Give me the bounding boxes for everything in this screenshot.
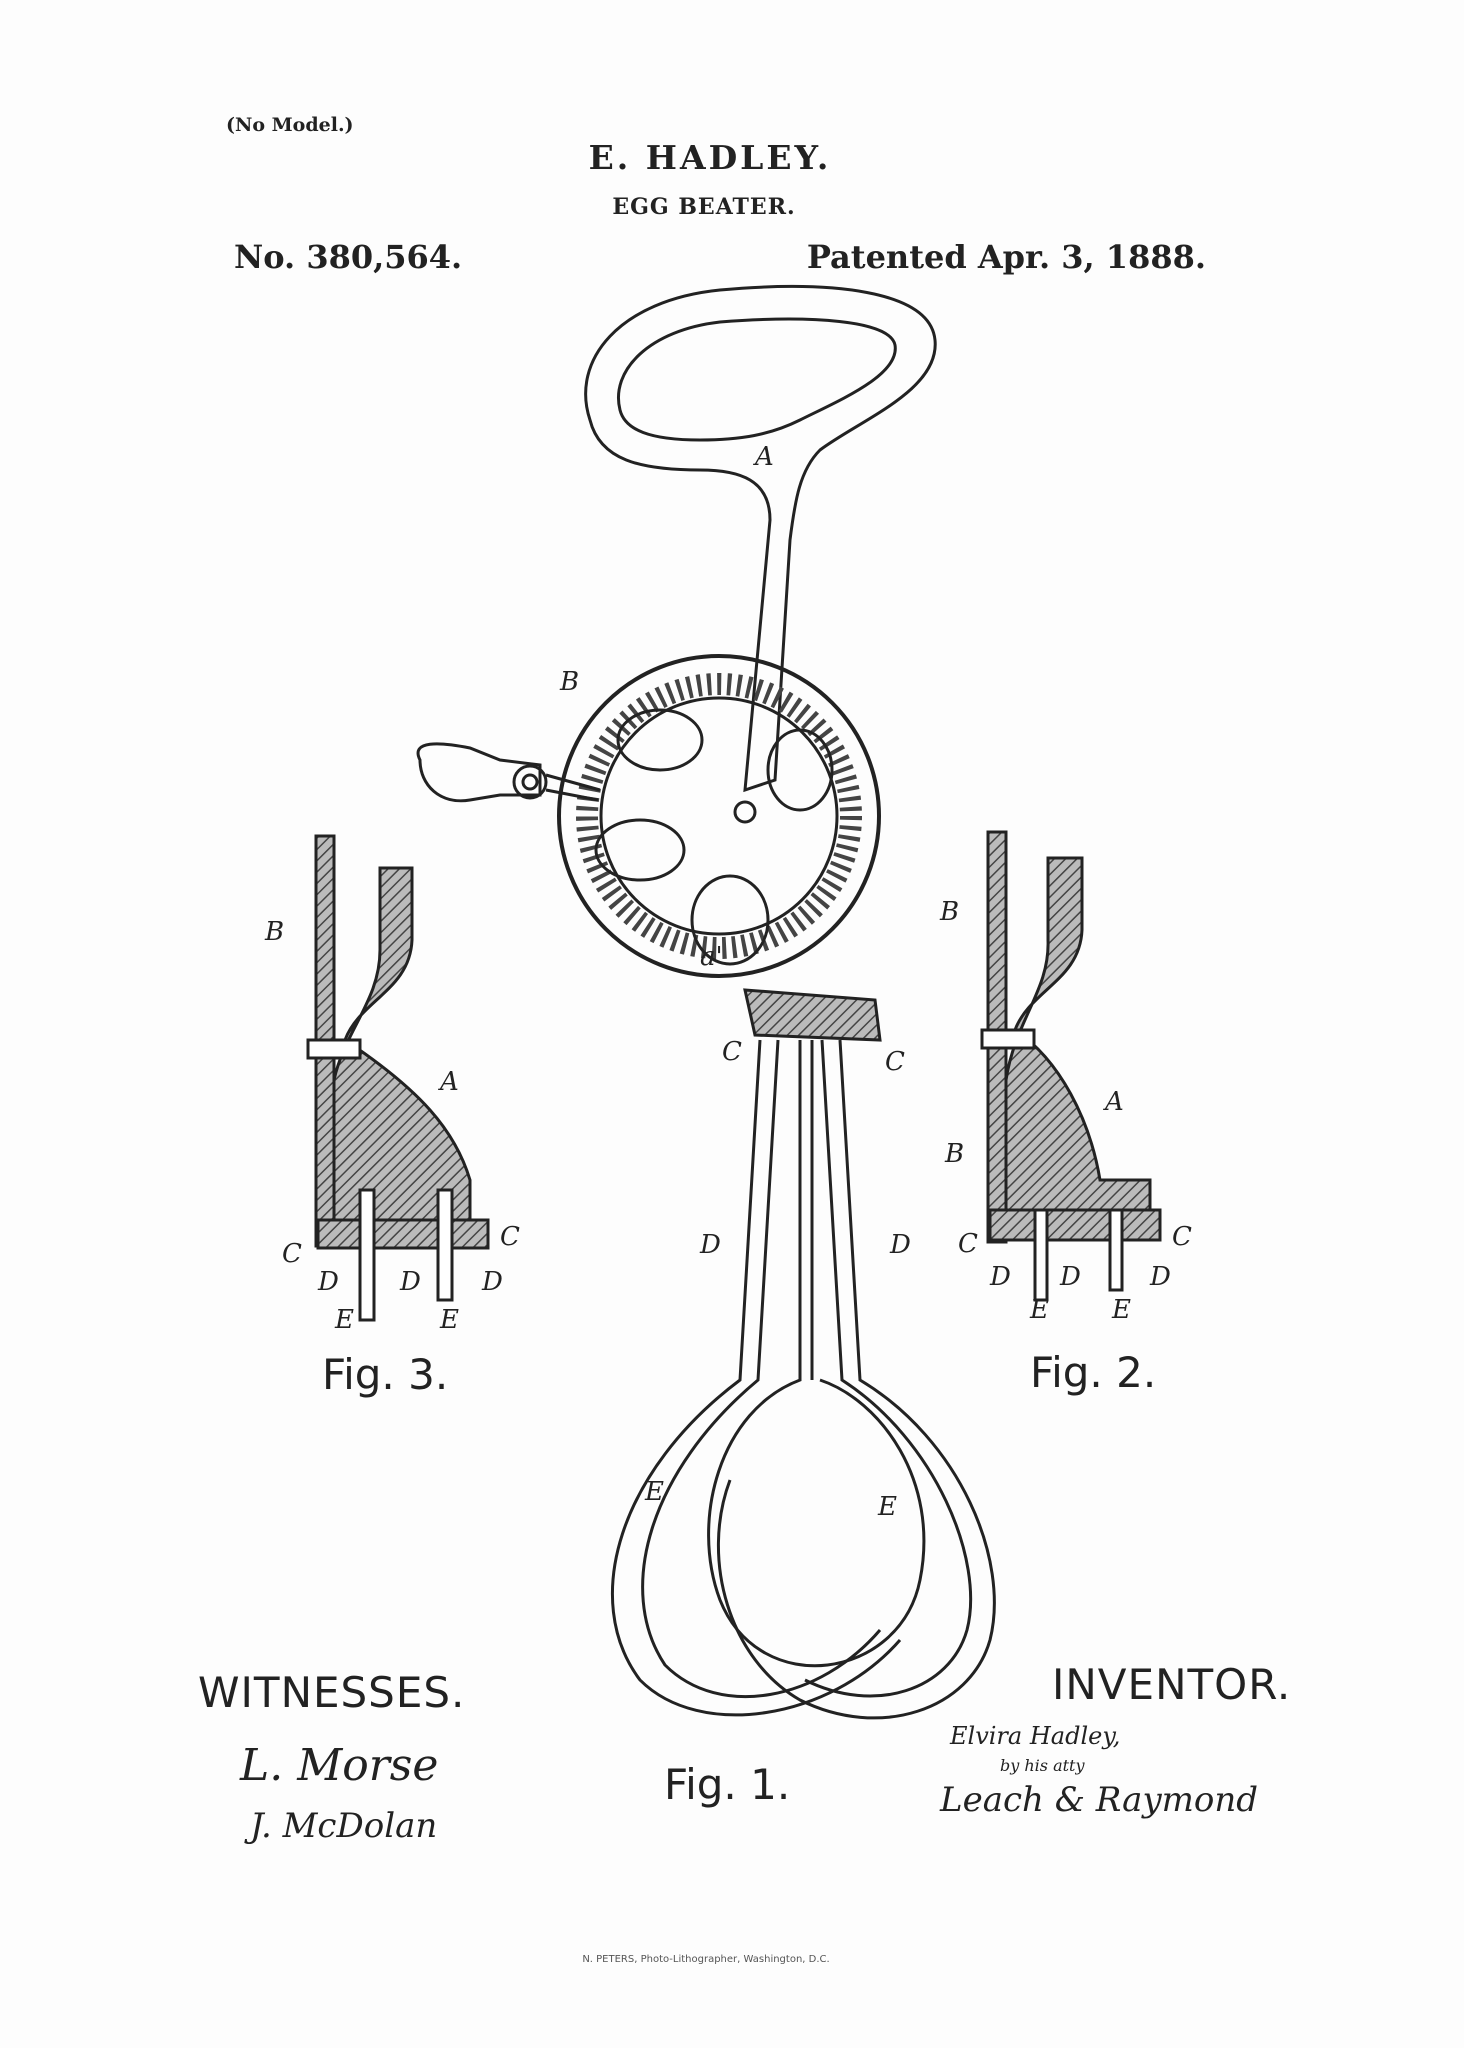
witness-signature-2: J. McDolan xyxy=(250,1806,438,1846)
fig3-label-d2: D xyxy=(399,1267,421,1297)
gear-wheel xyxy=(557,654,881,978)
fig3-label-d: D xyxy=(317,1267,339,1297)
label-e-right: E xyxy=(877,1492,897,1522)
fig3-label-e: E xyxy=(334,1305,354,1335)
fig3-label-c: C xyxy=(282,1239,302,1269)
label-a1: a' xyxy=(700,942,723,972)
crank-handle xyxy=(416,742,601,803)
fig3-label-e2: E xyxy=(439,1305,459,1335)
fig2-label-e2: E xyxy=(1111,1295,1131,1325)
hub-collar xyxy=(743,988,882,1042)
witnesses-heading: WITNESSES. xyxy=(198,1668,466,1717)
inventor-signature: Elvira Hadley, xyxy=(950,1722,1121,1750)
patent-number: No. 380,564. xyxy=(234,238,463,276)
fig2-label-d2: D xyxy=(1059,1262,1081,1292)
fig2-label-d3: D xyxy=(1149,1262,1171,1292)
fig2-label-c2: C xyxy=(1172,1222,1192,1252)
fig2-label-e: E xyxy=(1029,1295,1049,1325)
fig2-caption: Fig. 2. xyxy=(1030,1348,1157,1397)
fig1-caption: Fig. 1. xyxy=(664,1760,791,1809)
inventor-name: E. HADLEY. xyxy=(588,138,832,177)
label-c: C xyxy=(722,1037,742,1067)
inventor-heading: INVENTOR. xyxy=(1052,1660,1292,1709)
fig2-drawing xyxy=(980,830,1162,1302)
no-model-note: (No Model.) xyxy=(226,114,354,136)
printer-credit: N. PETERS, Photo-Lithographer, Washingto… xyxy=(582,1954,830,1965)
fig2-label-c: C xyxy=(958,1229,978,1259)
fig3-label-a: A xyxy=(438,1067,459,1097)
patent-date: Patented Apr. 3, 1888. xyxy=(806,238,1206,276)
fig3-label-c2: C xyxy=(500,1222,520,1252)
fig2-label-a: A xyxy=(1103,1087,1124,1117)
inventor-by-line: by his atty xyxy=(1000,1756,1085,1775)
fig2-label-b: B xyxy=(939,897,959,927)
beater-handle xyxy=(584,285,937,793)
fig2-label-d: D xyxy=(989,1262,1011,1292)
patent-title: EGG BEATER. xyxy=(612,194,796,220)
label-e: E xyxy=(644,1477,664,1507)
fig3-drawing xyxy=(306,834,490,1322)
label-d-right: D xyxy=(889,1230,911,1260)
fig3-label-b: B xyxy=(264,917,284,947)
fig3-caption: Fig. 3. xyxy=(322,1350,449,1399)
label-d: D xyxy=(699,1230,721,1260)
attorney-signature: Leach & Raymond xyxy=(940,1780,1259,1820)
label-b: B xyxy=(559,667,579,697)
fig3-label-d3: D xyxy=(481,1267,503,1297)
fig2-label-b2: B xyxy=(944,1139,964,1169)
witness-signature-1: L. Morse xyxy=(240,1740,439,1791)
whisk-loops xyxy=(610,1039,996,1720)
label-c-right: C xyxy=(885,1047,905,1077)
label-a: A xyxy=(753,442,774,472)
